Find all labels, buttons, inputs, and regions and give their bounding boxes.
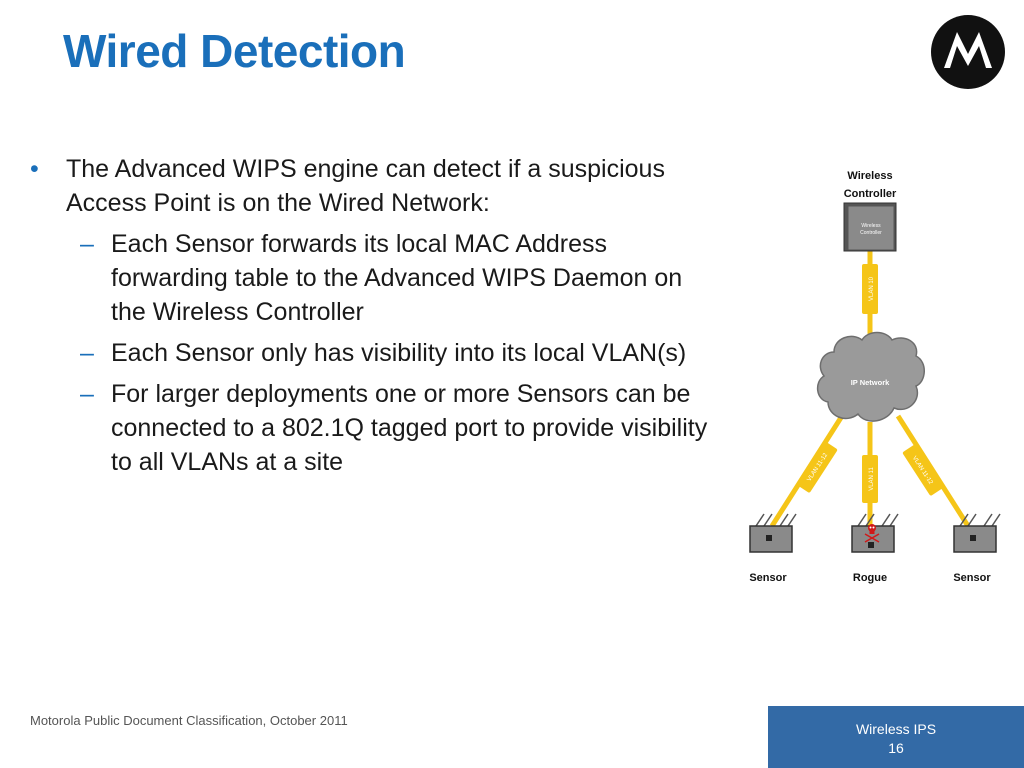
controller-box-line1: Wireless	[861, 223, 881, 229]
sensor-right-label: Sensor	[953, 572, 991, 584]
sub-bullet-item: – For larger deployments one or more Sen…	[30, 377, 710, 479]
footer-classification: Motorola Public Document Classification,…	[30, 713, 348, 728]
vlan-mid-label: VLAN 11	[869, 467, 875, 491]
bullet-dot: •	[30, 155, 39, 183]
motorola-logo-icon	[931, 15, 1005, 89]
sub-bullet-dash: –	[80, 230, 94, 258]
bullet-text: The Advanced WIPS engine can detect if a…	[66, 155, 665, 217]
sub-bullet-dash: –	[80, 380, 94, 408]
bullet-item: • The Advanced WIPS engine can detect if…	[30, 152, 710, 220]
sensor-left-label: Sensor	[749, 572, 787, 584]
page-number: 16	[888, 740, 904, 756]
rogue-label: Rogue	[853, 572, 887, 584]
slide-title: Wired Detection	[63, 25, 406, 77]
sensor-right-icon	[953, 513, 1001, 553]
sub-bullet-dash: –	[80, 339, 94, 367]
rogue-ap-icon	[851, 513, 899, 553]
controller-label-line2: Controller	[844, 188, 897, 200]
controller-label-line1: Wireless	[847, 170, 892, 182]
controller-box-line2: Controller	[860, 230, 882, 236]
wireless-controller-icon: Wireless Controller	[843, 202, 897, 252]
sub-bullet-text: For larger deployments one or more Senso…	[111, 380, 708, 476]
skull-icon	[864, 524, 880, 543]
sensor-left-icon	[749, 513, 797, 553]
network-diagram: VLAN 10 VLAN 11-12 VLAN 11 VLAN 11-12 Wi…	[749, 170, 1001, 584]
vlan-top-label: VLAN 10	[869, 276, 875, 301]
vlan-tag-top: VLAN 10	[862, 264, 878, 314]
footer-box: Wireless IPS 16	[768, 706, 1024, 768]
footer-box-title: Wireless IPS	[855, 721, 937, 737]
bullet-list: • The Advanced WIPS engine can detect if…	[30, 152, 710, 479]
ip-network-cloud-icon: IP Network	[816, 331, 925, 422]
vlan-tag-left: VLAN 11-12	[796, 441, 838, 493]
cloud-label: IP Network	[851, 378, 890, 387]
sub-bullet-text: Each Sensor only has visibility into its…	[111, 339, 687, 367]
sub-bullet-text: Each Sensor forwards its local MAC Addre…	[111, 230, 683, 326]
vlan-tag-mid: VLAN 11	[862, 455, 878, 503]
sub-bullet-item: – Each Sensor forwards its local MAC Add…	[30, 227, 710, 329]
sub-bullet-item: – Each Sensor only has visibility into i…	[30, 336, 710, 370]
